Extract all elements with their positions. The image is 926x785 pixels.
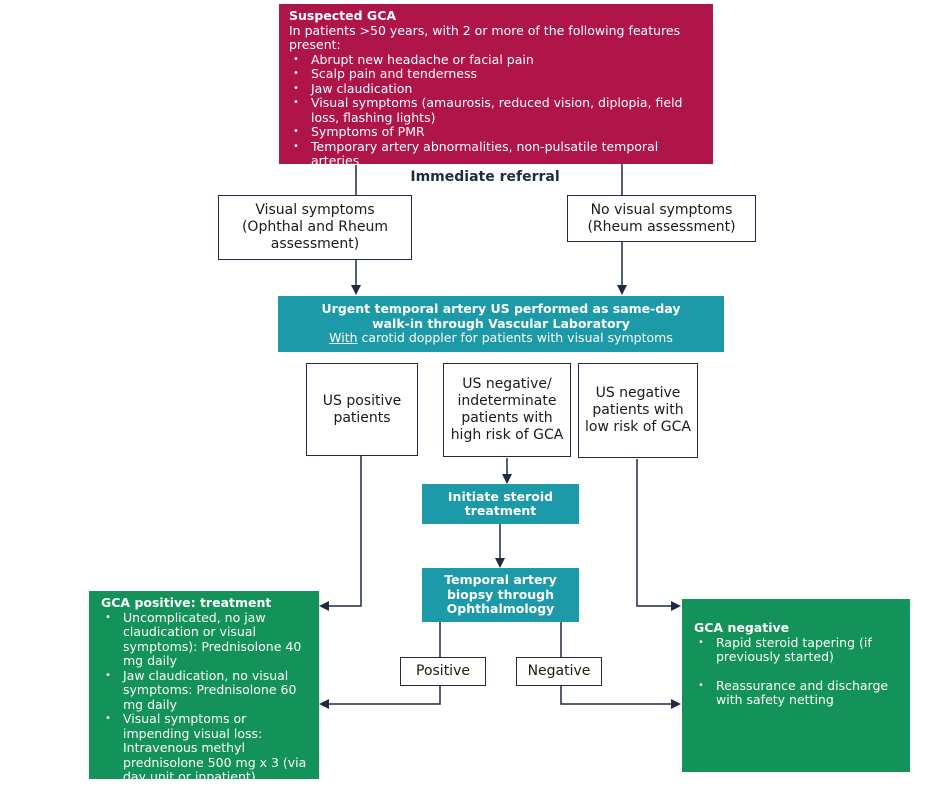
feature-item: Abrupt new headache or facial pain [289,52,703,68]
gca-negative-box: GCA negative Rapid steroid tapering (if … [682,599,910,772]
no-visual-symptoms-box: No visual symptoms (Rheum assessment) [567,195,756,242]
gca-positive-box: GCA positive: treatment Uncomplicated, n… [89,591,319,784]
action-item: Reassurance and discharge with safety ne… [694,678,898,708]
us-positive-box: US positive patients [306,363,418,456]
urgent-us-line2: With carotid doppler for patients with v… [329,331,673,346]
suspected-gca-intro: In patients >50 years, with 2 or more of… [289,22,681,52]
urgent-us-with: With [329,330,358,346]
us-negative-low-risk-box: US negative patients with low risk of GC… [578,363,698,458]
visual-symptoms-box: Visual symptoms (Ophthal and Rheum asses… [218,195,412,260]
suspected-gca-box: Suspected GCA In patients >50 years, wit… [279,4,713,183]
gca-positive-title: GCA positive: treatment [101,595,272,610]
action-item: Rapid steroid tapering (if previously st… [694,635,898,665]
suspected-gca-features: Abrupt new headache or facial pain Scalp… [289,52,703,184]
gca-positive-treatments: Uncomplicated, no jaw claudication or vi… [101,610,311,785]
urgent-us-box: Urgent temporal artery US performed as s… [278,296,724,352]
immediate-referral-label: Immediate referral [410,169,560,185]
arrow-positive-gcapos [319,686,441,709]
positive-box: Positive [400,657,486,686]
urgent-us-line1: Urgent temporal artery US performed as s… [321,301,681,331]
feature-item: Visual symptoms (amaurosis, reduced visi… [289,95,703,125]
feature-item: Raised ESR/CRP [289,168,703,184]
gca-negative-title: GCA negative [694,620,790,635]
treatment-item: Jaw claudication, no visual symptoms: Pr… [101,668,311,713]
biopsy-box: Temporal artery biopsy through Ophthalmo… [422,568,579,622]
feature-item: Jaw claudication [289,81,703,97]
treatment-item: Uncomplicated, no jaw claudication or vi… [101,610,311,669]
feature-item: Scalp pain and tenderness [289,66,703,82]
suspected-gca-title: Suspected GCA [289,8,397,23]
gca-negative-actions: Rapid steroid tapering (if previously st… [694,635,898,708]
us-negative-high-risk-box: US negative/ indeterminate patients with… [443,363,571,457]
arrow-negative-gcaneg [560,686,681,709]
initiate-steroid-box: Initiate steroid treatment [422,484,579,524]
treatment-item: Visual symptoms or impending visual loss… [101,711,311,785]
feature-item: Temporary artery abnormalities, non-puls… [289,139,703,169]
arrow-low-gcaneg [636,459,681,611]
negative-box: Negative [516,657,602,686]
feature-item: Symptoms of PMR [289,124,703,140]
urgent-us-line2-rest: carotid doppler for patients with visual… [357,330,673,346]
